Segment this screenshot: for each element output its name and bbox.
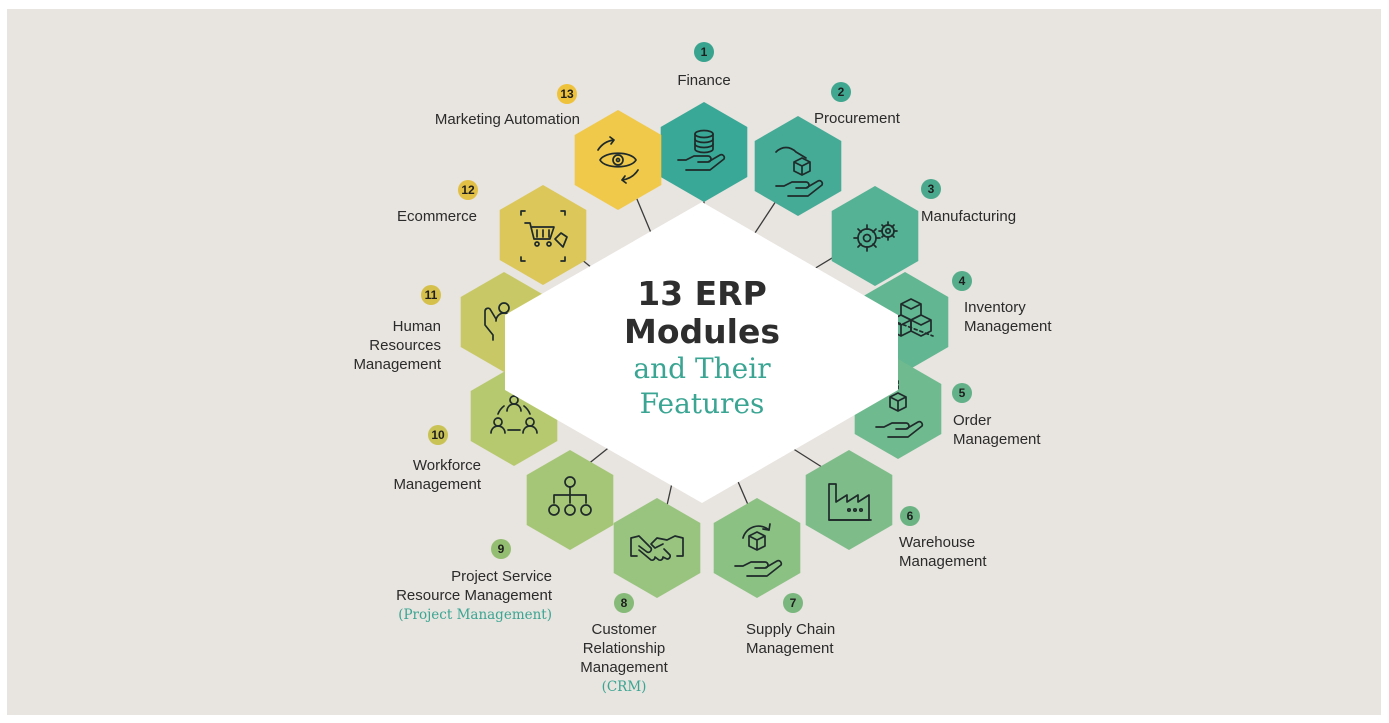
module-label-4-line-1: Inventory [964,299,1026,316]
title-line-4: Features [640,387,765,420]
module-sublabel-9: (Project Management) [398,607,552,623]
badge-number: 7 [790,596,797,610]
module-hex-7 [713,498,801,598]
badge-number: 2 [838,85,845,99]
module-number-badge-1: 1 [694,42,714,62]
module-label-8-line-3: Management [580,659,668,676]
connector-line-2 [750,197,779,240]
badge-circle [421,285,441,305]
badge-number: 12 [461,183,475,197]
badge-circle [952,383,972,403]
module-label-2-line-1: Procurement [814,110,901,127]
module-label-11-line-1: Human [393,318,441,335]
badge-circle [694,42,714,62]
badge-number: 8 [621,596,628,610]
badge-circle [491,539,511,559]
title-line-3: and Their [633,352,771,385]
badge-circle [900,506,920,526]
module-label-3-line-1: Manufacturing [921,208,1016,225]
module-number-badge-8: 8 [614,593,634,613]
badge-number: 6 [907,509,914,523]
badge-number: 10 [431,428,445,442]
module-label-11-line-3: Management [353,356,441,373]
badge-circle [921,179,941,199]
module-label-5-line-2: Management [953,431,1041,448]
module-label-4-line-2: Management [964,318,1052,335]
module-label-8-line-1: Customer [591,621,656,638]
module-hex-12 [499,185,587,285]
hand-coins-icon [677,129,726,171]
module-label-5-line-1: Order [953,412,991,429]
cart-icon [520,210,568,262]
hexagon-shape [574,110,662,210]
badge-circle [557,84,577,104]
hexagon-shape [613,498,701,598]
module-number-badge-9: 9 [491,539,511,559]
eye-cycle-icon [597,136,639,184]
module-label-6-line-2: Management [899,553,987,570]
hexagon-shape [754,116,842,216]
badge-circle [952,271,972,291]
title-line-1: 13 ERP [637,274,767,313]
module-number-badge-13: 13 [557,84,577,104]
badge-number: 1 [701,45,708,59]
module-number-badge-2: 2 [831,82,851,102]
badge-number: 4 [959,274,966,288]
module-hex-13 [574,110,662,210]
module-number-badge-10: 10 [428,425,448,445]
module-label-11-line-2: Resources [369,337,441,354]
badge-circle [458,180,478,200]
module-sublabel-8: (CRM) [602,679,647,695]
badge-number: 11 [425,288,438,302]
badge-number: 13 [560,87,574,101]
badge-circle [831,82,851,102]
team-cycle-icon [490,395,538,434]
module-number-badge-3: 3 [921,179,941,199]
module-label-6-line-1: Warehouse [899,534,975,551]
box-cycle-hand-icon [734,523,783,577]
badge-circle [783,593,803,613]
module-label-10-line-2: Management [393,476,481,493]
module-hex-1 [660,102,748,202]
org-chart-icon [548,476,592,516]
module-label-8-line-2: Relationship [583,640,666,657]
module-hex-9 [526,450,614,550]
title-line-2: Modules [624,312,780,351]
factory-icon [828,483,872,521]
badge-circle [614,593,634,613]
module-hex-3 [831,186,919,286]
module-number-badge-6: 6 [900,506,920,526]
module-label-13-line-1: Marketing Automation [435,111,580,128]
badge-number: 5 [959,386,966,400]
module-hex-8 [613,498,701,598]
module-label-9-line-2: Resource Management [396,587,553,604]
module-number-badge-7: 7 [783,593,803,613]
module-number-badge-11: 11 [421,285,441,305]
module-number-badge-4: 4 [952,271,972,291]
module-label-7-line-1: Supply Chain [746,621,835,638]
handshake-icon [630,535,684,562]
gears-icon [853,221,898,252]
module-label-10-line-1: Workforce [413,457,481,474]
boxes-icon [874,298,934,337]
badge-number: 9 [498,542,505,556]
badge-circle [428,425,448,445]
module-hex-6 [805,450,893,550]
module-label-1-line-1: Finance [677,72,730,89]
module-hex-2 [754,116,842,216]
center-hexagon [505,202,898,503]
module-label-7-line-2: Management [746,640,834,657]
hand-box-icon [775,146,824,197]
module-label-9-line-1: Project Service [451,568,552,585]
erp-modules-diagram: 13 ERP Modules and Their Features 1Finan… [353,42,1052,695]
module-label-12-line-1: Ecommerce [397,208,477,225]
module-number-badge-12: 12 [458,180,478,200]
module-number-badge-5: 5 [952,383,972,403]
badge-number: 3 [928,182,935,196]
